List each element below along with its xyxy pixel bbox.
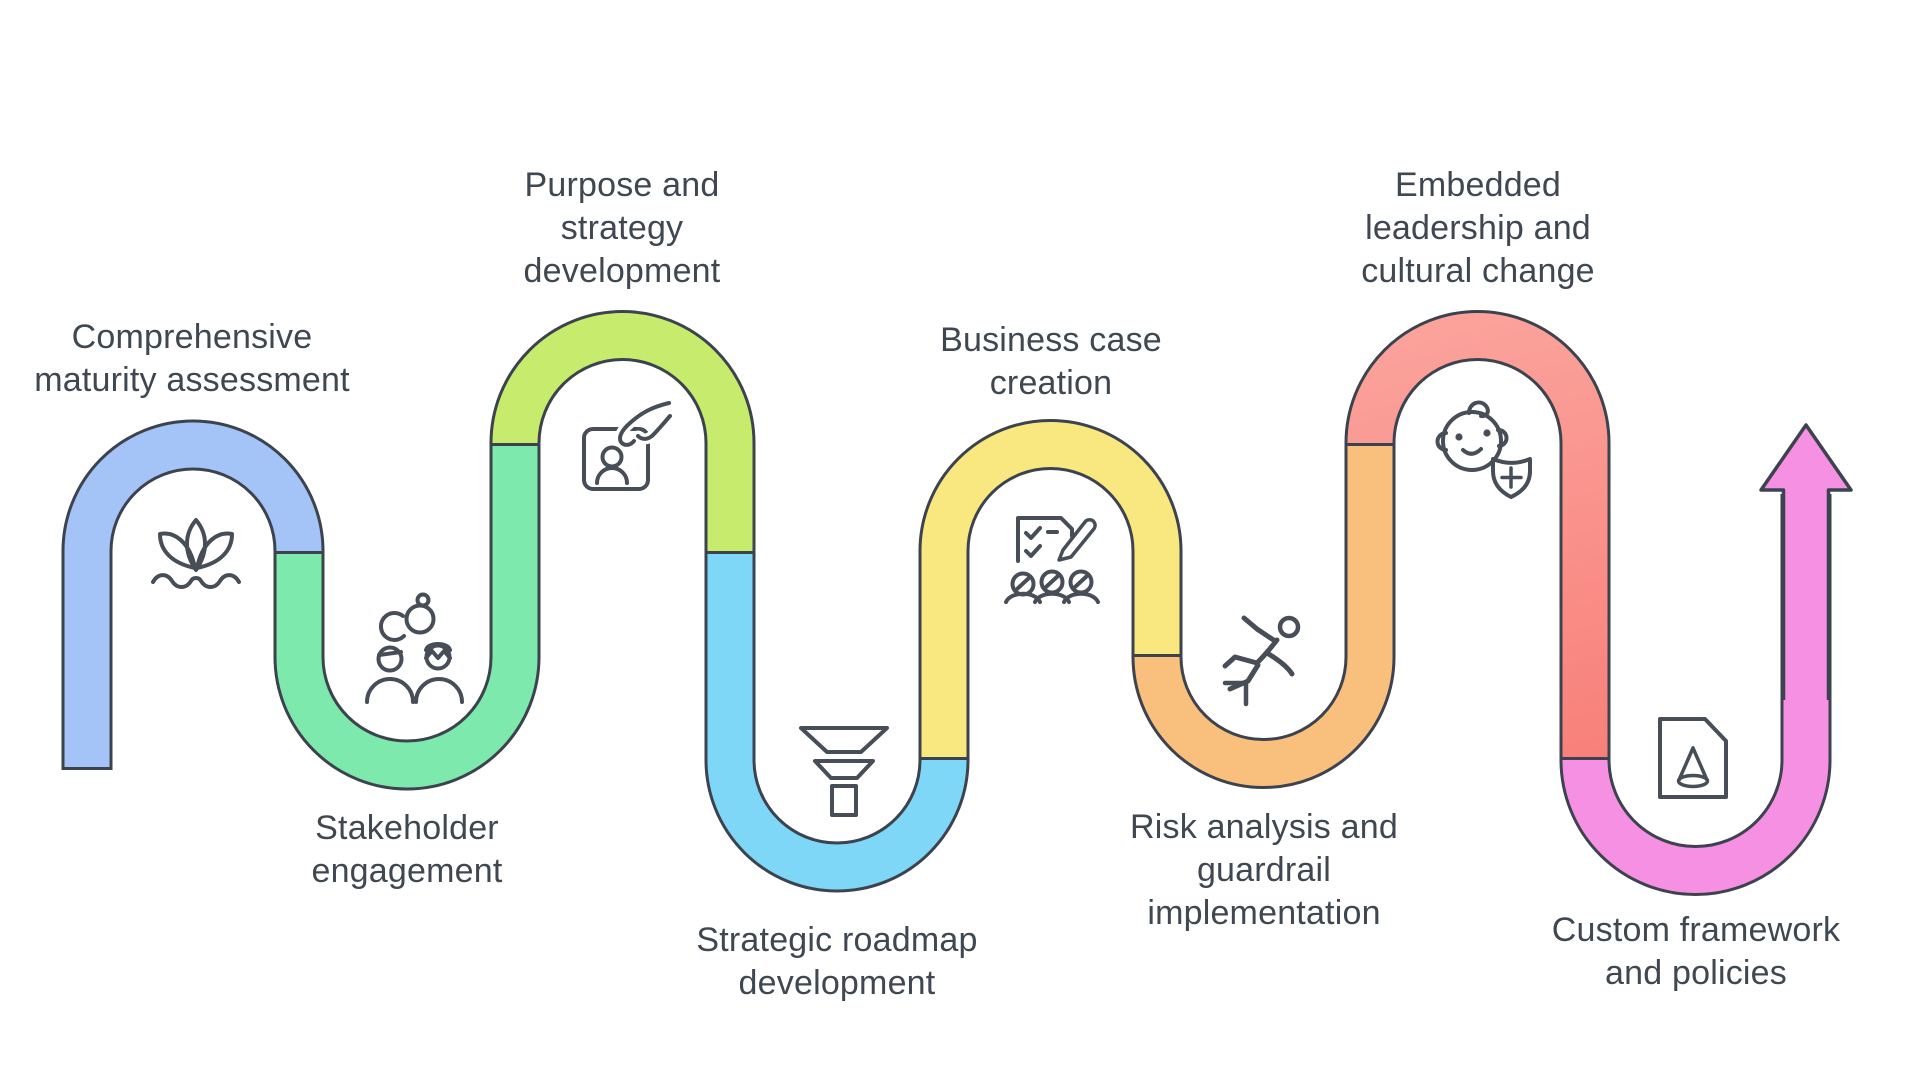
cone-document-icon (1658, 717, 1728, 799)
stage-1-label: Comprehensive maturity assessment (34, 318, 350, 399)
people-link-icon (365, 592, 464, 704)
path-segment-5-business-case (921, 422, 1180, 757)
stage-3-label: Purpose and strategy development (523, 166, 721, 290)
stage-4-label: Strategic roadmap development (696, 921, 978, 1002)
stage-7-label: Embedded leadership and cultural change (1361, 166, 1595, 290)
path-segment-3-purpose (492, 313, 753, 551)
path-segment-1-maturity (64, 422, 322, 767)
path-segment-8-framework (1562, 492, 1829, 893)
baby-shield-icon (1435, 400, 1532, 499)
stage-6-label: Risk analysis and guardrail implementati… (1130, 808, 1398, 932)
up-arrow (1759, 423, 1853, 700)
falling-person-icon (1222, 615, 1301, 707)
stage-5-label: Business case creation (940, 321, 1162, 402)
stage-8-label: Custom framework and policies (1551, 911, 1841, 992)
funnel-icon (799, 726, 889, 817)
path-segment-4-roadmap (707, 554, 967, 890)
seedling-icon (151, 518, 241, 589)
checklist-people-icon (1004, 516, 1100, 604)
path-segment-2-stakeholder (276, 446, 538, 788)
stage-2-label: Stakeholder engagement (311, 809, 503, 890)
id-badge-hand-icon (582, 397, 676, 491)
path-segment-7-leadership (1347, 313, 1608, 757)
path-segment-6-risk (1134, 446, 1393, 786)
